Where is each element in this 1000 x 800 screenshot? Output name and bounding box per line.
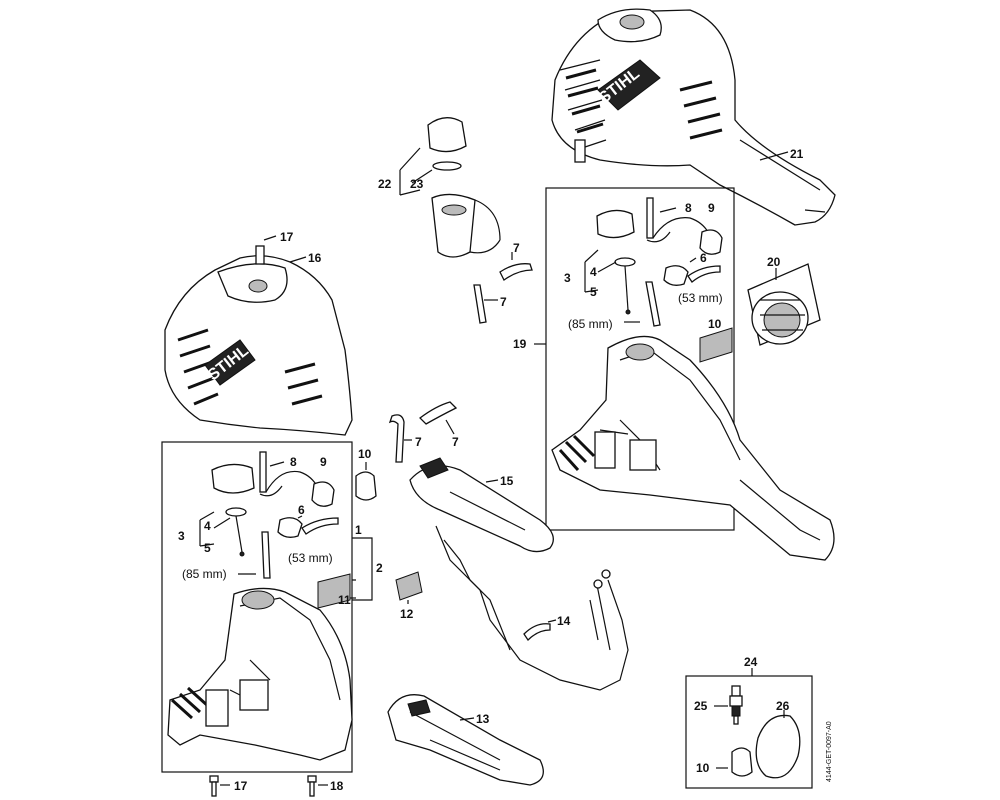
fuel-tank-cap-right <box>596 209 636 315</box>
callout-7-c: 7 <box>415 435 422 449</box>
handle-15 <box>409 457 554 553</box>
hose-7-mid-a <box>388 414 405 463</box>
callout-2: 2 <box>376 561 383 575</box>
measure-53mm-left: (53 mm) <box>288 551 333 565</box>
fuel-line-8-right <box>646 197 709 243</box>
callout-10-mid: 10 <box>358 447 372 461</box>
callout-26: 26 <box>776 699 790 713</box>
callout-13: 13 <box>476 712 490 726</box>
callout-23: 23 <box>410 177 424 191</box>
callout-7-d: 7 <box>452 435 459 449</box>
fuel-filter-9-left <box>311 481 335 507</box>
assembly-19-frame <box>545 187 735 531</box>
label-12 <box>395 571 423 601</box>
callout-25: 25 <box>694 699 708 713</box>
fuel-filter-9-right <box>699 229 723 255</box>
callout-3-left: 3 <box>178 529 185 543</box>
measure-85mm-left: (85 mm) <box>182 567 227 581</box>
callout-12: 12 <box>400 607 414 621</box>
valve-6-right <box>663 265 689 286</box>
hose-right-85 <box>645 281 661 327</box>
label-10-right <box>699 327 733 363</box>
callout-3-right: 3 <box>564 271 571 285</box>
handle-housing-13 <box>387 694 544 786</box>
callout-19: 19 <box>513 337 527 351</box>
callout-7-a: 7 <box>513 241 520 255</box>
wiring-harness <box>435 525 629 691</box>
spark-plug-25 <box>729 685 743 725</box>
fuel-tank-housing-right <box>551 335 835 561</box>
screw-18 <box>307 775 317 797</box>
hose-7-lower <box>473 284 487 324</box>
callout-22: 22 <box>378 177 392 191</box>
fuel-tank-housing-left <box>167 587 353 761</box>
callout-8-right: 8 <box>685 201 692 215</box>
callout-6-right: 6 <box>700 251 707 265</box>
measure-53mm-right: (53 mm) <box>678 291 723 305</box>
callout-17-screw: 17 <box>280 230 294 244</box>
fuel-filter-10-mid <box>355 471 377 501</box>
hose-left-85 <box>261 531 271 579</box>
air-filter-20 <box>747 263 821 346</box>
measure-85mm-right: (85 mm) <box>568 317 613 331</box>
callout-21: 21 <box>790 147 804 161</box>
engine-cover-16: STIHL <box>164 245 353 436</box>
callout-15: 15 <box>500 474 514 488</box>
callout-20: 20 <box>767 255 781 269</box>
engine-cover-21: STIHL <box>551 8 836 226</box>
callout-10-kit: 10 <box>696 761 710 775</box>
callout-24: 24 <box>744 655 758 669</box>
hose-14 <box>523 623 551 642</box>
callout-6-left: 6 <box>298 503 305 517</box>
valve-6-left <box>277 517 303 538</box>
callout-16: 16 <box>308 251 322 265</box>
callout-5-left: 5 <box>204 541 211 555</box>
callout-17-bottom: 17 <box>234 779 248 793</box>
screw-17 <box>209 775 219 797</box>
callout-5-right: 5 <box>590 285 597 299</box>
air-filter-26 <box>755 714 801 779</box>
fuel-cap-22 <box>427 117 501 258</box>
callout-4-left: 4 <box>204 519 211 533</box>
callout-1: 1 <box>355 523 362 537</box>
assembly-1-frame <box>161 441 353 773</box>
hose-right-53 <box>687 265 721 283</box>
callout-9-left: 9 <box>320 455 327 469</box>
drawing-code: 4144-GET-0097-A0 <box>826 721 833 782</box>
hose-left-53 <box>301 517 339 535</box>
hose-7-mid-b <box>419 401 458 425</box>
callout-18: 18 <box>330 779 344 793</box>
callout-10-right: 10 <box>708 317 722 331</box>
callout-9-right: 9 <box>708 201 715 215</box>
callout-4-right: 4 <box>590 265 597 279</box>
callout-7-b: 7 <box>500 295 507 309</box>
callout-14: 14 <box>557 614 571 628</box>
callout-8-left: 8 <box>290 455 297 469</box>
fuel-tank-cap-left <box>211 463 255 557</box>
fuel-filter-10-kit <box>731 747 753 777</box>
hose-7-upper <box>499 263 533 281</box>
label-11 <box>317 573 351 609</box>
kit-24-frame <box>685 675 813 789</box>
callout-11: 11 <box>338 593 351 607</box>
fuel-line-8-left <box>259 451 319 497</box>
